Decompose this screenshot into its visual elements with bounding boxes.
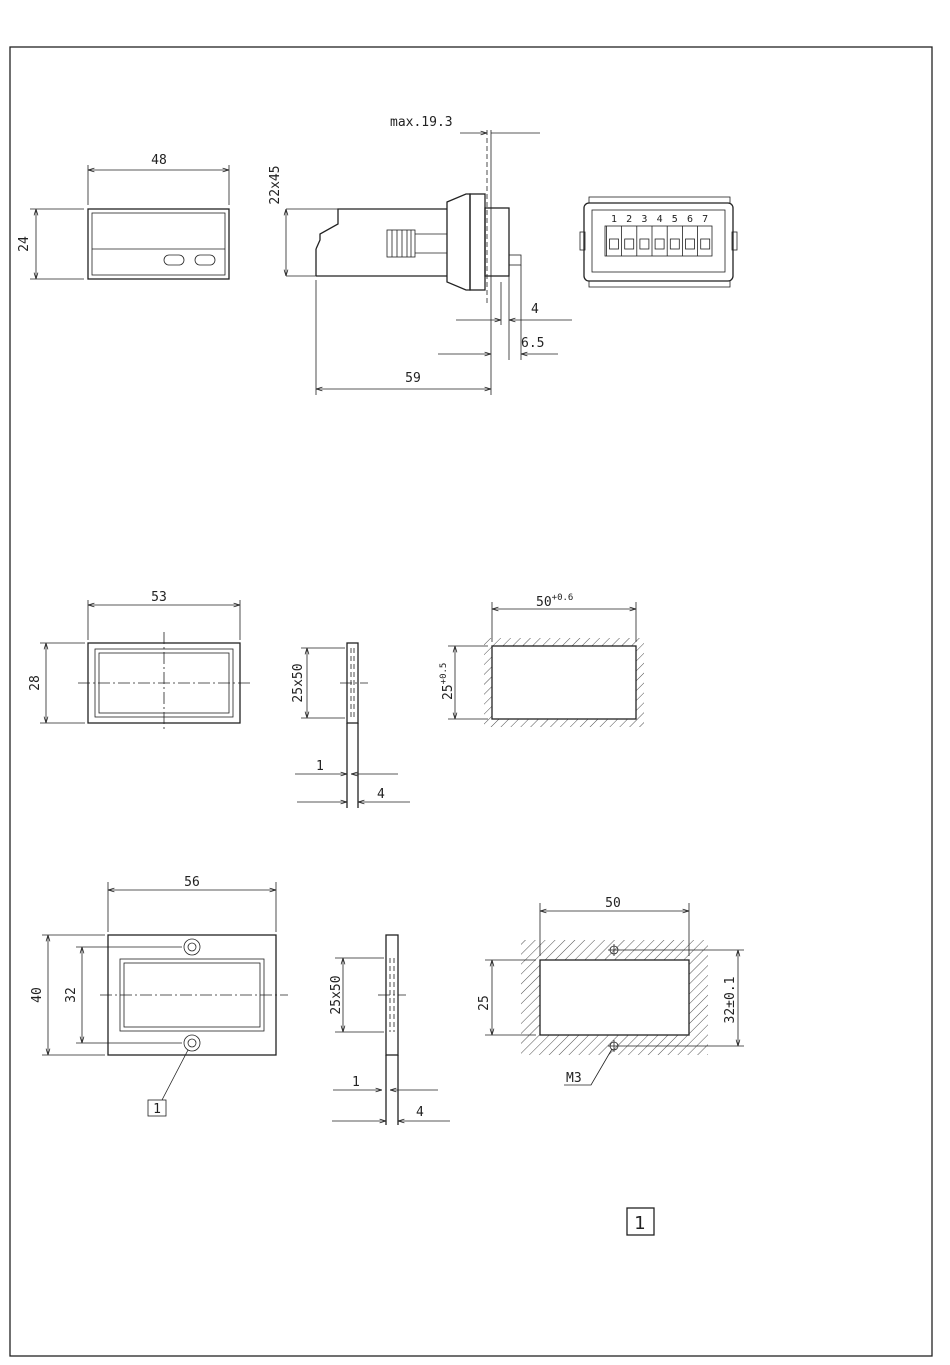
mounting-hole-top (184, 939, 200, 955)
terminal-screw-1 (610, 239, 619, 249)
terminal-screw-7 (701, 239, 710, 249)
callout-label-1: 1 (153, 1102, 161, 1117)
terminal-label-1: 1 (611, 214, 617, 225)
button-left (164, 255, 184, 265)
button-right (195, 255, 215, 265)
legend-callout: 1 (627, 1208, 654, 1235)
dim-height-28: 28 (28, 675, 43, 691)
frame-large-front-view: 56 40 32 1 (30, 875, 288, 1117)
terminal-label-2: 2 (626, 214, 632, 225)
dim-height-40: 40 (30, 987, 45, 1003)
cutout-small-view: 50+0.6 25+0.5 (439, 593, 644, 727)
frame-small-front-view: 53 28 (28, 590, 252, 732)
dim-depth-59: 59 (405, 371, 421, 386)
dim-pitch-32: 32 (64, 987, 79, 1003)
counter-side-view: max.19.3 22x45 4 6.5 59 (268, 115, 572, 395)
dim-t4-large: 4 (416, 1105, 424, 1120)
dim-height-24: 24 (17, 236, 32, 252)
dim-cutout-50-small: 50+0.6 (536, 593, 573, 610)
dim-max-19-3: max.19.3 (390, 115, 453, 130)
frame-small-side-view: 25x50 1 4 (291, 643, 410, 808)
dim-window-25x50-small: 25x50 (291, 663, 306, 702)
frame-large-side-view: 25x50 1 4 (329, 935, 450, 1125)
dim-width-56: 56 (184, 875, 200, 890)
dim-cutout-25-small: 25+0.5 (439, 663, 456, 700)
dim-width-48: 48 (151, 153, 167, 168)
terminal-screw-2 (625, 239, 634, 249)
dim-t4-small: 4 (377, 787, 385, 802)
mounting-hole-bottom (184, 1035, 200, 1051)
dim-6-5: 6.5 (521, 336, 544, 351)
sheet-border (10, 47, 932, 1356)
dim-t1-large: 1 (352, 1075, 360, 1090)
terminal-label-3: 3 (641, 214, 647, 225)
terminal-label-7: 7 (702, 214, 708, 225)
legend-callout-label: 1 (634, 1213, 645, 1234)
terminal-screw-3 (640, 239, 649, 249)
terminal-screw-6 (686, 239, 695, 249)
terminal-screw-4 (655, 239, 664, 249)
cutout-large-view: 50 25 32±0.1 M3 (477, 896, 744, 1086)
terminal-block (605, 226, 712, 256)
terminal-screw-5 (670, 239, 679, 249)
terminal-label-6: 6 (687, 214, 693, 225)
dim-window-25x50-large: 25x50 (329, 975, 344, 1014)
dim-4-top: 4 (531, 302, 539, 317)
dim-t1-small: 1 (316, 759, 324, 774)
dim-panel-22x45: 22x45 (268, 165, 283, 204)
dim-pitch-32-tol: 32±0.1 (723, 977, 738, 1024)
terminal-label-4: 4 (657, 214, 663, 225)
counter-front-view: 48 24 (17, 153, 229, 279)
dim-cutout-25-large: 25 (477, 995, 492, 1011)
dim-cutout-50-large: 50 (605, 896, 621, 911)
label-m3: M3 (566, 1071, 582, 1086)
terminal-label-5: 5 (672, 214, 678, 225)
dim-width-53: 53 (151, 590, 167, 605)
